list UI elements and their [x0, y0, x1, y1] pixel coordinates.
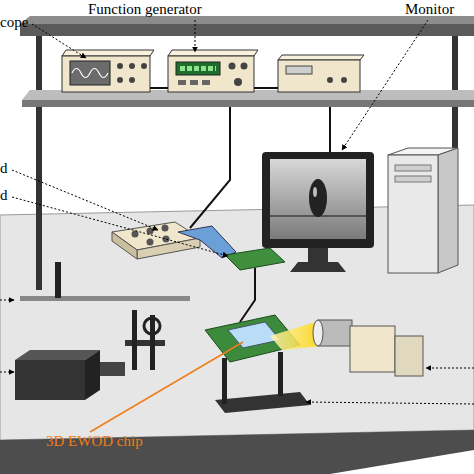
- leader-line: [306, 402, 474, 404]
- knob: [147, 239, 154, 246]
- leader-line: [12, 197, 228, 256]
- ewod-chip: [228, 322, 280, 348]
- monitor-stand: [308, 248, 328, 262]
- drive-slot: [395, 176, 431, 182]
- light-box: [395, 336, 423, 376]
- drive-slot: [395, 165, 431, 171]
- cable: [329, 107, 331, 152]
- button: [190, 80, 198, 85]
- stage-plate: [215, 392, 310, 413]
- stage-post: [278, 352, 283, 396]
- cable: [190, 107, 230, 228]
- knob: [327, 77, 333, 83]
- light-source: [350, 326, 395, 372]
- monitor-frame: [262, 152, 374, 248]
- optical-rail: [20, 296, 190, 301]
- cable: [240, 268, 255, 322]
- stage-post: [222, 358, 227, 404]
- droplet-highlight: [313, 187, 317, 197]
- knob: [129, 63, 135, 69]
- lens-rail: [125, 340, 165, 346]
- shelf-middle-edge: [22, 100, 474, 107]
- generator-body: [168, 56, 254, 92]
- callout-label: Function generator: [88, 1, 202, 18]
- light-aperture: [313, 320, 323, 346]
- optical-post: [132, 310, 137, 370]
- leader-line: [0, 300, 14, 301]
- callout-label: d: [0, 160, 8, 177]
- optical-post: [150, 315, 155, 370]
- sine-wave: [72, 69, 108, 78]
- callout-label: Monitor: [405, 1, 454, 18]
- leader-line: [426, 368, 474, 369]
- monitor-screen: [270, 159, 366, 239]
- oscilloscope-screen: [70, 61, 110, 85]
- knob: [234, 78, 242, 86]
- camera-side: [85, 350, 100, 400]
- relay-board: [225, 248, 285, 270]
- cable: [254, 87, 278, 89]
- tower-front: [388, 155, 438, 273]
- oscilloscope-body: [62, 56, 150, 92]
- shelf-top-face: [20, 16, 474, 24]
- button: [202, 80, 210, 85]
- light-beam: [270, 320, 322, 350]
- cable: [150, 87, 168, 89]
- tower-side: [438, 148, 458, 273]
- camera-lens: [100, 362, 125, 376]
- knob: [117, 63, 123, 69]
- droplet-image: [309, 179, 327, 217]
- knob: [132, 231, 139, 238]
- knob: [129, 77, 135, 83]
- optical-post: [55, 262, 61, 298]
- table-front: [0, 430, 474, 474]
- leader-line: [32, 24, 86, 58]
- camera-front: [15, 360, 85, 400]
- button: [178, 80, 186, 85]
- knob: [117, 77, 123, 83]
- knob: [141, 63, 147, 69]
- amplifier-body: [278, 60, 360, 92]
- leader-line: [12, 170, 158, 230]
- oscilloscope-top: [62, 50, 154, 56]
- knob: [229, 63, 236, 70]
- knob: [241, 63, 248, 70]
- knob: [162, 225, 169, 232]
- chip-leader-line: [90, 342, 243, 432]
- generator-display: [176, 62, 220, 75]
- callout-label: 3D EWOD chip: [46, 433, 143, 450]
- monitor-base: [290, 262, 346, 272]
- display-digits: [180, 66, 216, 71]
- knob: [163, 236, 170, 243]
- knob: [341, 77, 347, 83]
- ribbon-cable: [178, 226, 236, 258]
- leader-line: [195, 20, 196, 52]
- knob: [147, 228, 154, 235]
- lens-holder: [144, 318, 160, 334]
- callout-label: d: [0, 187, 8, 204]
- leader-line: [342, 20, 428, 150]
- amplifier-top: [278, 55, 364, 60]
- leader-line: [0, 372, 14, 373]
- frame-leg: [36, 28, 42, 290]
- amplifier-display: [286, 66, 312, 74]
- callout-label: cope: [0, 14, 28, 31]
- generator-top: [168, 50, 258, 56]
- shelf-top-edge: [20, 24, 474, 36]
